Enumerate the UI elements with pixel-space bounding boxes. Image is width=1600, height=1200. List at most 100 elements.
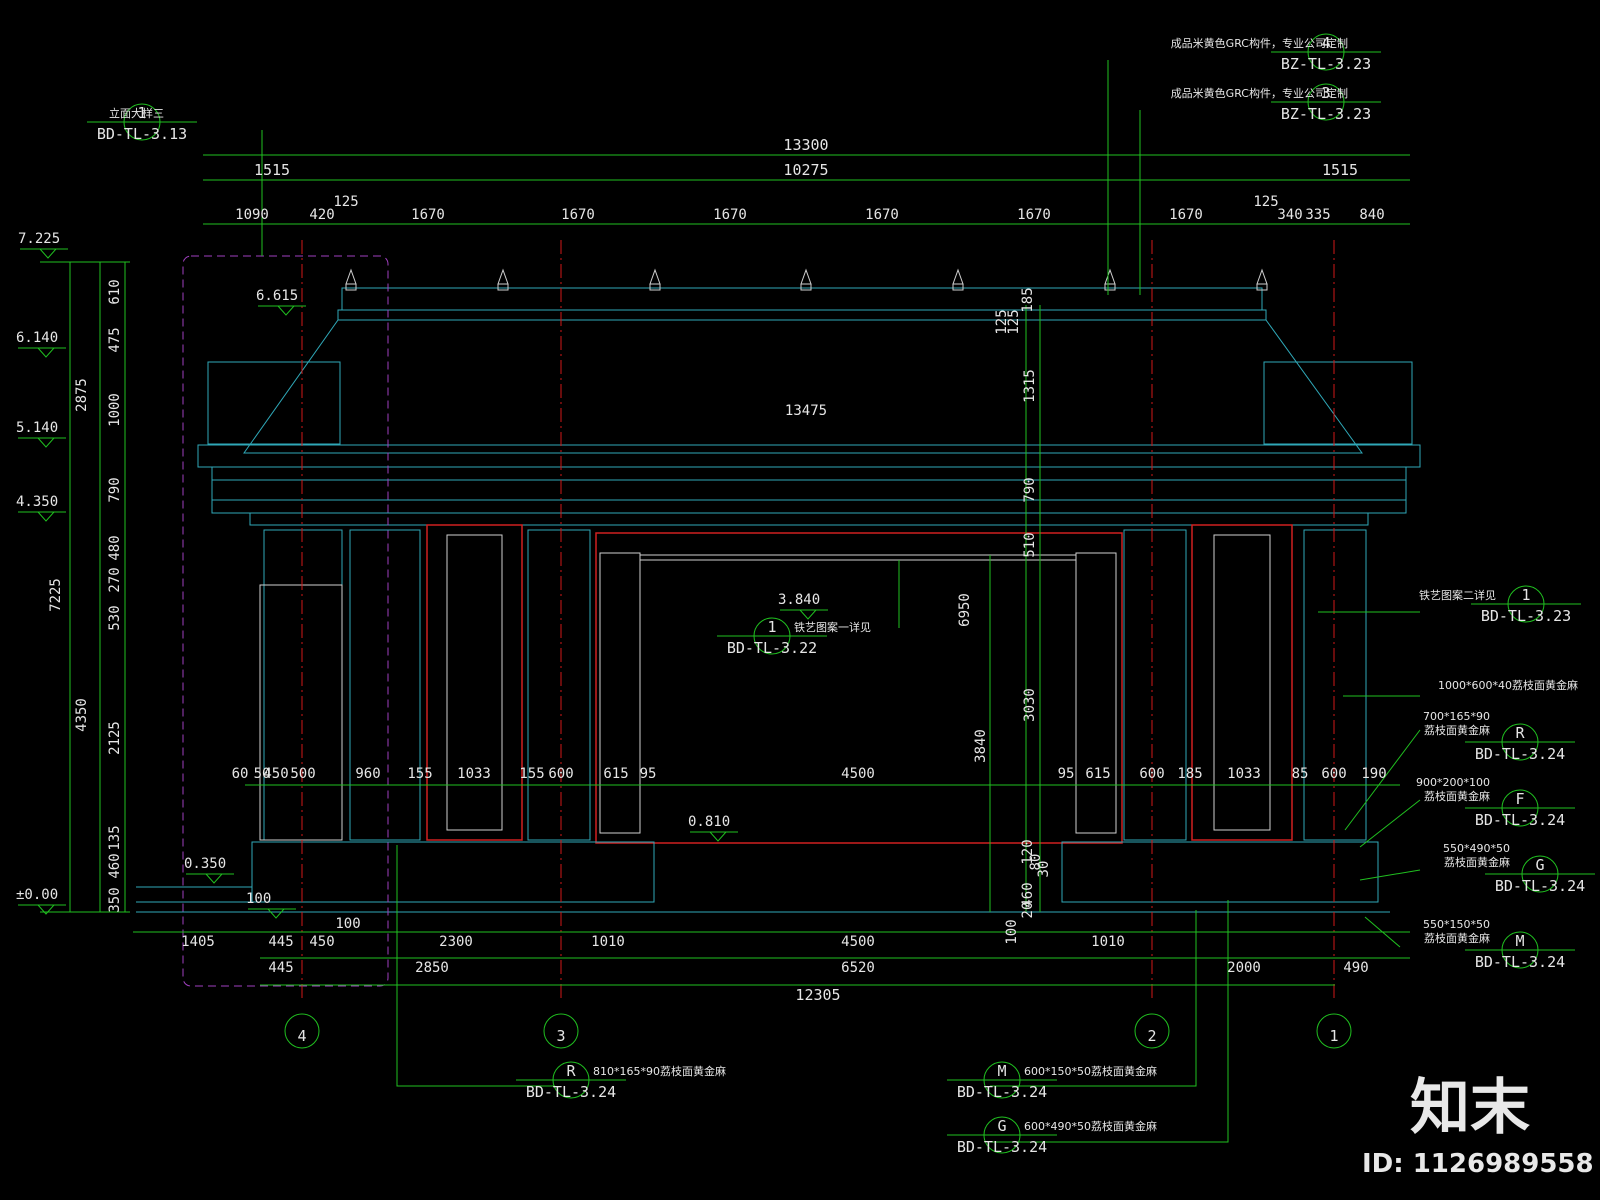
- level-mark: 0.810: [688, 814, 730, 830]
- dim-left-total: 7225: [48, 578, 64, 612]
- callout-note: 成品米黄色GRC构件，专业公司定制: [1171, 86, 1348, 100]
- columns: [259, 529, 1367, 841]
- dim-overall-top: 13300: [783, 136, 828, 154]
- dim-bottom-row1: 4500: [841, 934, 875, 950]
- dim-horizontal: 95: [1058, 766, 1075, 782]
- base-left: [251, 841, 655, 903]
- callout-note: 600*150*50荔枝面黄金麻: [1024, 1064, 1157, 1078]
- dim-horizontal: 50: [254, 766, 271, 782]
- dim-height: 20: [1020, 902, 1036, 919]
- axis-bubble: [1316, 1013, 1352, 1049]
- callout-number: 1: [137, 104, 146, 122]
- callout-number: F: [1515, 790, 1524, 808]
- level-mark: 5.140: [16, 420, 58, 436]
- level-marker-triangle: [18, 511, 66, 522]
- dim-bottom-row1: 450: [309, 934, 334, 950]
- level-marker-triangle: [780, 609, 828, 620]
- level-marker-triangle: [186, 873, 234, 884]
- dim-roof: 790: [1022, 477, 1038, 502]
- dim-roof: 510: [1022, 532, 1038, 557]
- dim-horizontal: 600: [1321, 766, 1346, 782]
- dim-height: 6950: [957, 593, 973, 627]
- dim-left-segment: 135: [107, 825, 123, 850]
- dim-height: 80: [1028, 854, 1044, 871]
- callouts: 1BD-TL-3.13立面大样三4BZ-TL-3.23成品米黄色GRC构件，专业…: [87, 33, 1595, 1156]
- callout-reference: BD-TL-3.22: [727, 639, 817, 657]
- dim-bottom-row1: 1405: [181, 934, 215, 950]
- callout-reference: BD-TL-3.23: [1481, 607, 1571, 625]
- dim-top-row3: 1670: [713, 207, 747, 223]
- dim-horizontal: 450: [263, 766, 288, 782]
- building-elevation: [136, 255, 1421, 987]
- left-parapet: [207, 361, 341, 445]
- dim-left-group: 4350: [74, 698, 90, 732]
- callout-number: 1: [1521, 586, 1530, 604]
- dim-left-segment: 1000: [107, 393, 123, 427]
- level-marker-triangle: [20, 248, 68, 259]
- callout-reference: BD-TL-3.24: [526, 1083, 616, 1101]
- dim-bottom-row2: 2850: [415, 960, 449, 976]
- axis-bubble: [543, 1013, 579, 1049]
- dim-horizontal: 1033: [1227, 766, 1261, 782]
- callout-note: 550*150*50: [1423, 918, 1490, 931]
- dim-bottom-row1: 1010: [1091, 934, 1125, 950]
- lattice-screens: [426, 524, 1293, 844]
- level-marker-triangle: [18, 904, 66, 915]
- base-right: [1061, 841, 1379, 903]
- dim-top-row3: 125: [333, 194, 358, 210]
- dim-bottom-row2: 6520: [841, 960, 875, 976]
- axis-label: 4: [297, 1027, 306, 1045]
- dim-height: 120: [1020, 839, 1036, 864]
- callout-number: G: [997, 1117, 1006, 1135]
- detail-callout: 1BD-TL-3.23 铁艺图案二详见: [1419, 585, 1581, 625]
- callout-note: 铁艺图案一详见: [794, 620, 871, 634]
- dim-top-row2: 10275: [783, 161, 828, 179]
- callout-number: R: [1515, 724, 1525, 742]
- dim-horizontal: 960: [355, 766, 380, 782]
- dim-height: 460: [1020, 882, 1036, 907]
- axis-label: 2: [1147, 1027, 1156, 1045]
- callout-reference: BD-TL-3.24: [1475, 811, 1565, 829]
- watermark-logo: 知末: [1410, 1073, 1530, 1143]
- callout-note: 铁艺图案二详见: [1419, 588, 1496, 602]
- dim-roof: 125: [1006, 309, 1022, 334]
- dim-top-row3: 125: [1253, 194, 1278, 210]
- ridge-ornament-band: [341, 287, 1263, 311]
- dim-left-group: 2875: [74, 378, 90, 412]
- level-marker-triangle: [258, 305, 306, 316]
- callout-note: 立面大样三: [109, 106, 164, 120]
- frieze: [211, 466, 1407, 514]
- dim-left-segment: 460: [107, 853, 123, 878]
- dim-horizontal: 4500: [841, 766, 875, 782]
- level-marker-triangle: [18, 437, 66, 448]
- axis-label: 1: [1329, 1027, 1338, 1045]
- dim-bottom-row2: 2000: [1227, 960, 1261, 976]
- dim-roof: 1315: [1022, 369, 1038, 403]
- level-marker-triangle: [18, 347, 66, 358]
- callout-number: M: [1515, 932, 1524, 950]
- material-note: 1000*600*40荔枝面黄金麻: [1438, 678, 1578, 692]
- dim-top-row3: 335: [1305, 207, 1330, 223]
- callout-reference: BD-TL-3.24: [957, 1083, 1047, 1101]
- watermark-id: ID: 1126989558: [1362, 1149, 1594, 1179]
- callout-note-material: 荔枝面黄金麻: [1424, 723, 1490, 737]
- dim-top-row3: 1670: [1017, 207, 1051, 223]
- cornice: [197, 444, 1421, 468]
- dim-top-row3: 1670: [411, 207, 445, 223]
- dim-height: 3030: [1022, 688, 1038, 722]
- callout-reference: BZ-TL-3.23: [1281, 105, 1371, 123]
- axis-bubble: [284, 1013, 320, 1049]
- callout-note: 810*165*90荔枝面黄金麻: [593, 1064, 726, 1078]
- dim-horizontal: 615: [603, 766, 628, 782]
- dim-horizontal: 155: [407, 766, 432, 782]
- callout-number: G: [1535, 856, 1544, 874]
- callout-note: 700*165*90: [1423, 710, 1490, 723]
